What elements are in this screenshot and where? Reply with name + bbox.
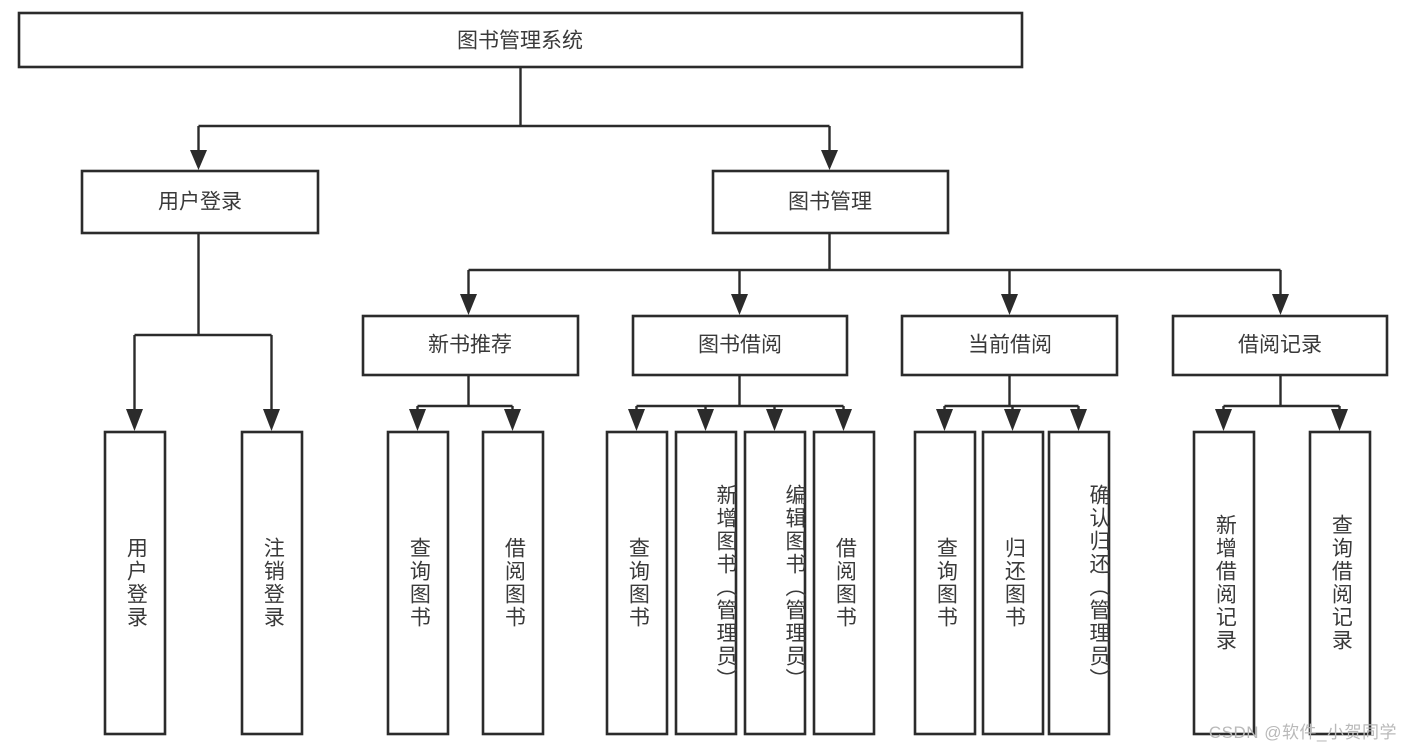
leaf-box-bb-query[interactable]	[605, 430, 669, 736]
arrowhead-borrow-record	[1272, 294, 1289, 315]
arrowhead-new-book	[460, 294, 477, 315]
leaf-box-nb-query[interactable]	[386, 430, 450, 736]
arrowhead-cb-leaf-3	[1070, 409, 1087, 431]
node-book-borrow-label: 图书借阅	[698, 334, 782, 357]
connector-group-root	[190, 67, 838, 170]
leaf-box-br-query[interactable]	[1308, 430, 1372, 736]
arrowhead-bb-leaf-1	[628, 409, 645, 431]
arrowhead-bb-leaf-4	[835, 409, 852, 431]
leaf-box-logout[interactable]	[240, 430, 304, 736]
leaf-box-br-add[interactable]	[1192, 430, 1256, 736]
node-current-borrow-label: 当前借阅	[968, 334, 1052, 357]
node-borrow-record-box[interactable]	[1171, 314, 1389, 377]
arrowhead-cb-leaf-1	[936, 409, 953, 431]
arrowhead-bb-leaf-3	[766, 409, 783, 431]
connector-group-current-borrow-children	[936, 375, 1087, 431]
arrowhead-current-borrow	[1001, 294, 1018, 315]
arrowhead-br-leaf-1	[1215, 409, 1232, 431]
arrowhead-leaf-user-login	[126, 409, 143, 431]
connector-group-book-borrow-children	[628, 375, 852, 431]
leaf-box-cb-return[interactable]	[981, 430, 1045, 736]
connector-group-borrow-record-children	[1215, 375, 1348, 431]
node-new-book-box[interactable]	[361, 314, 580, 377]
leaf-box-bb-borrow[interactable]	[812, 430, 876, 736]
arrowhead-leaf-logout	[263, 409, 280, 431]
arrowhead-cb-leaf-2	[1004, 409, 1021, 431]
arrowhead-book-manage	[821, 150, 838, 170]
leaf-box-cb-query[interactable]	[913, 430, 977, 736]
node-user-login-label: 用户登录	[158, 191, 242, 214]
node-new-book-label: 新书推荐	[428, 334, 512, 357]
node-current-borrow-box[interactable]	[900, 314, 1119, 377]
arrowhead-nb-leaf-2	[504, 409, 521, 431]
connector-group-user-login-children	[126, 233, 280, 431]
connector-group-book-manage	[460, 233, 1289, 315]
node-book-manage-box[interactable]	[711, 169, 950, 235]
arrowhead-nb-leaf-1	[409, 409, 426, 431]
node-book-borrow-box[interactable]	[631, 314, 849, 377]
node-book-manage-label: 图书管理	[788, 191, 872, 214]
leaf-box-bb-add[interactable]	[674, 430, 738, 736]
arrowhead-bb-leaf-2	[697, 409, 714, 431]
leaf-box-bb-edit[interactable]	[743, 430, 807, 736]
node-root-label: 图书管理系统	[457, 30, 583, 53]
arrowhead-user-login	[190, 150, 207, 170]
leaf-box-nb-borrow[interactable]	[481, 430, 545, 736]
leaf-box-user-login[interactable]	[103, 430, 167, 736]
leaf-box-cb-confirm[interactable]	[1047, 430, 1111, 736]
connector-group-new-book-children	[409, 375, 521, 431]
watermark-text: CSDN @软件_小贺同学	[1208, 723, 1397, 742]
node-user-login-box[interactable]	[80, 169, 320, 235]
arrowhead-br-leaf-2	[1331, 409, 1348, 431]
node-borrow-record-label: 借阅记录	[1238, 334, 1322, 357]
node-root-box[interactable]	[17, 11, 1024, 69]
arrowhead-book-borrow	[731, 294, 748, 315]
